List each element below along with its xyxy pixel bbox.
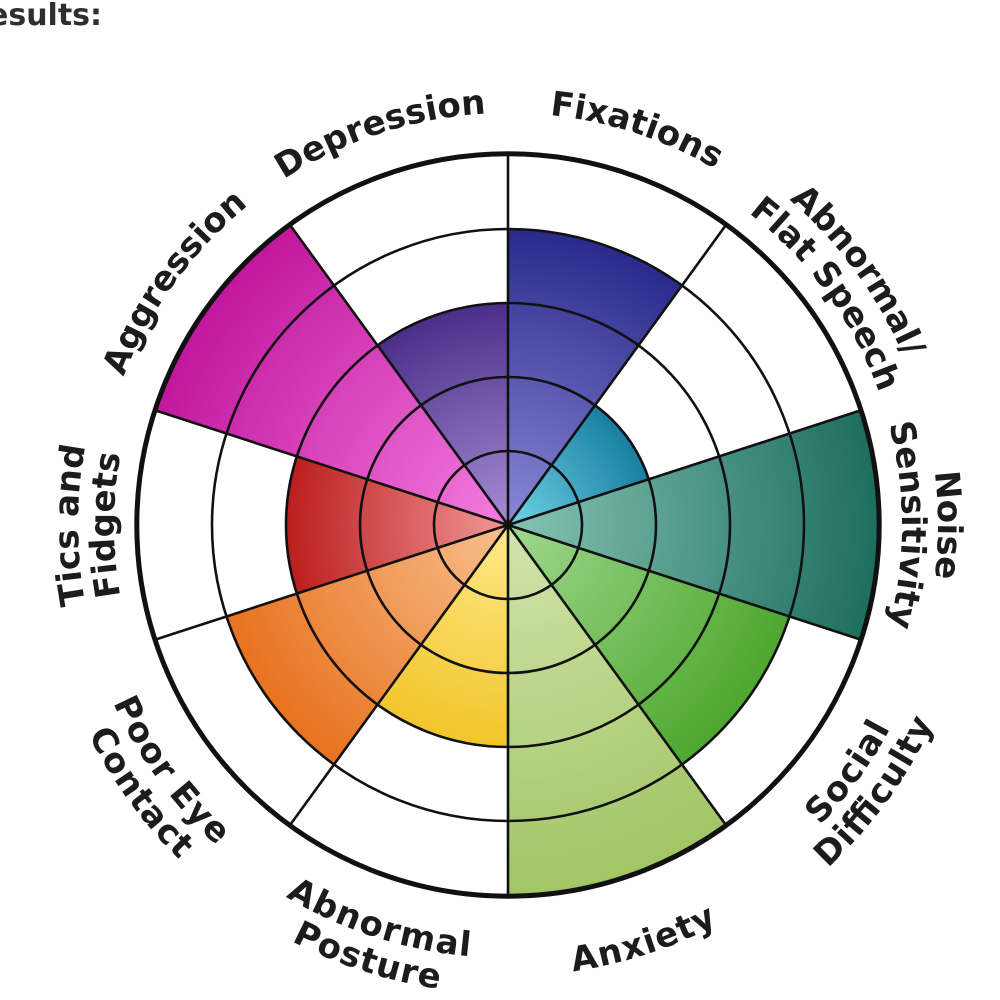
- segment-social-difficulty: [508, 525, 790, 765]
- grid-spoke: [507, 523, 863, 642]
- grid-spoke: [288, 524, 510, 827]
- results-heading: esults:: [0, 0, 103, 33]
- grid-spoke: [506, 223, 728, 526]
- label-noise-sensitivity: Sensitivity: [880, 417, 933, 633]
- segment-noise-sensitivity: [508, 410, 878, 640]
- grid-spoke: [507, 408, 863, 527]
- segment-abnormal-flat-speech: [508, 405, 649, 525]
- segment-tics-and-fidgets: [286, 456, 508, 594]
- label-anxiety: Anxiety: [568, 896, 722, 980]
- grid-spoke: [153, 408, 509, 527]
- segment-aggression: [156, 225, 509, 526]
- segment-fixations: [508, 229, 682, 525]
- segment-depression: [377, 303, 508, 525]
- grid-spoke: [506, 524, 728, 827]
- segment-poor-eye-contact: [226, 525, 508, 765]
- label-tics-and-fidgets: Tics and: [47, 441, 94, 609]
- segment-anxiety: [508, 525, 726, 895]
- grid-spoke: [288, 223, 510, 526]
- grid-spoke: [153, 523, 509, 642]
- label-tics-and-fidgets: Fidgets: [83, 449, 129, 601]
- label-noise-sensitivity: Noise: [926, 469, 969, 581]
- segment-abnormal-posture: [377, 525, 508, 747]
